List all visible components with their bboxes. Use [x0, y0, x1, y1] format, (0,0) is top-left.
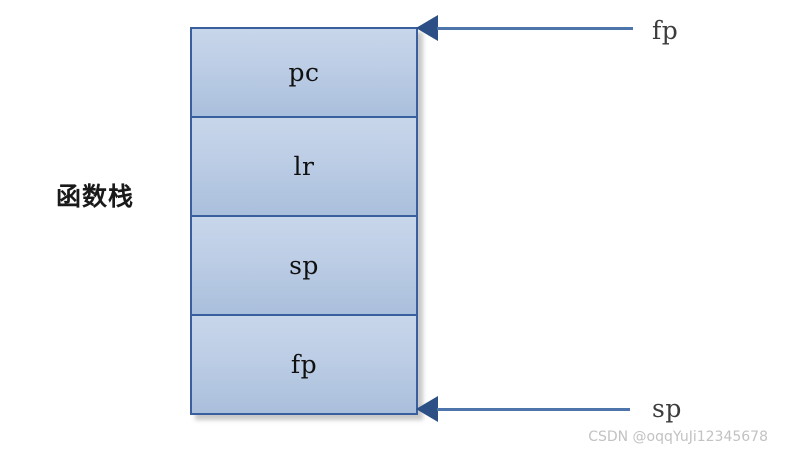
stack-pointer-arrow [416, 389, 630, 429]
function-stack-table: pc lr sp fp [190, 27, 418, 415]
frame-pointer-arrow [416, 8, 633, 48]
stack-cell-fp: fp [192, 316, 416, 413]
frame-pointer-label: fp [652, 16, 679, 45]
arrow-shaft [437, 26, 633, 30]
stack-cell-sp: sp [192, 217, 416, 316]
arrow-left-icon [416, 396, 438, 422]
arrow-shaft [437, 407, 630, 411]
stack-caption: 函数栈 [56, 182, 135, 211]
arrow-left-icon [416, 15, 438, 41]
stack-pointer-label: sp [652, 394, 682, 423]
watermark: CSDN @oqqYuJi12345678 [588, 429, 768, 445]
stack-cell-lr: lr [192, 118, 416, 217]
stack-cell-pc: pc [192, 29, 416, 118]
